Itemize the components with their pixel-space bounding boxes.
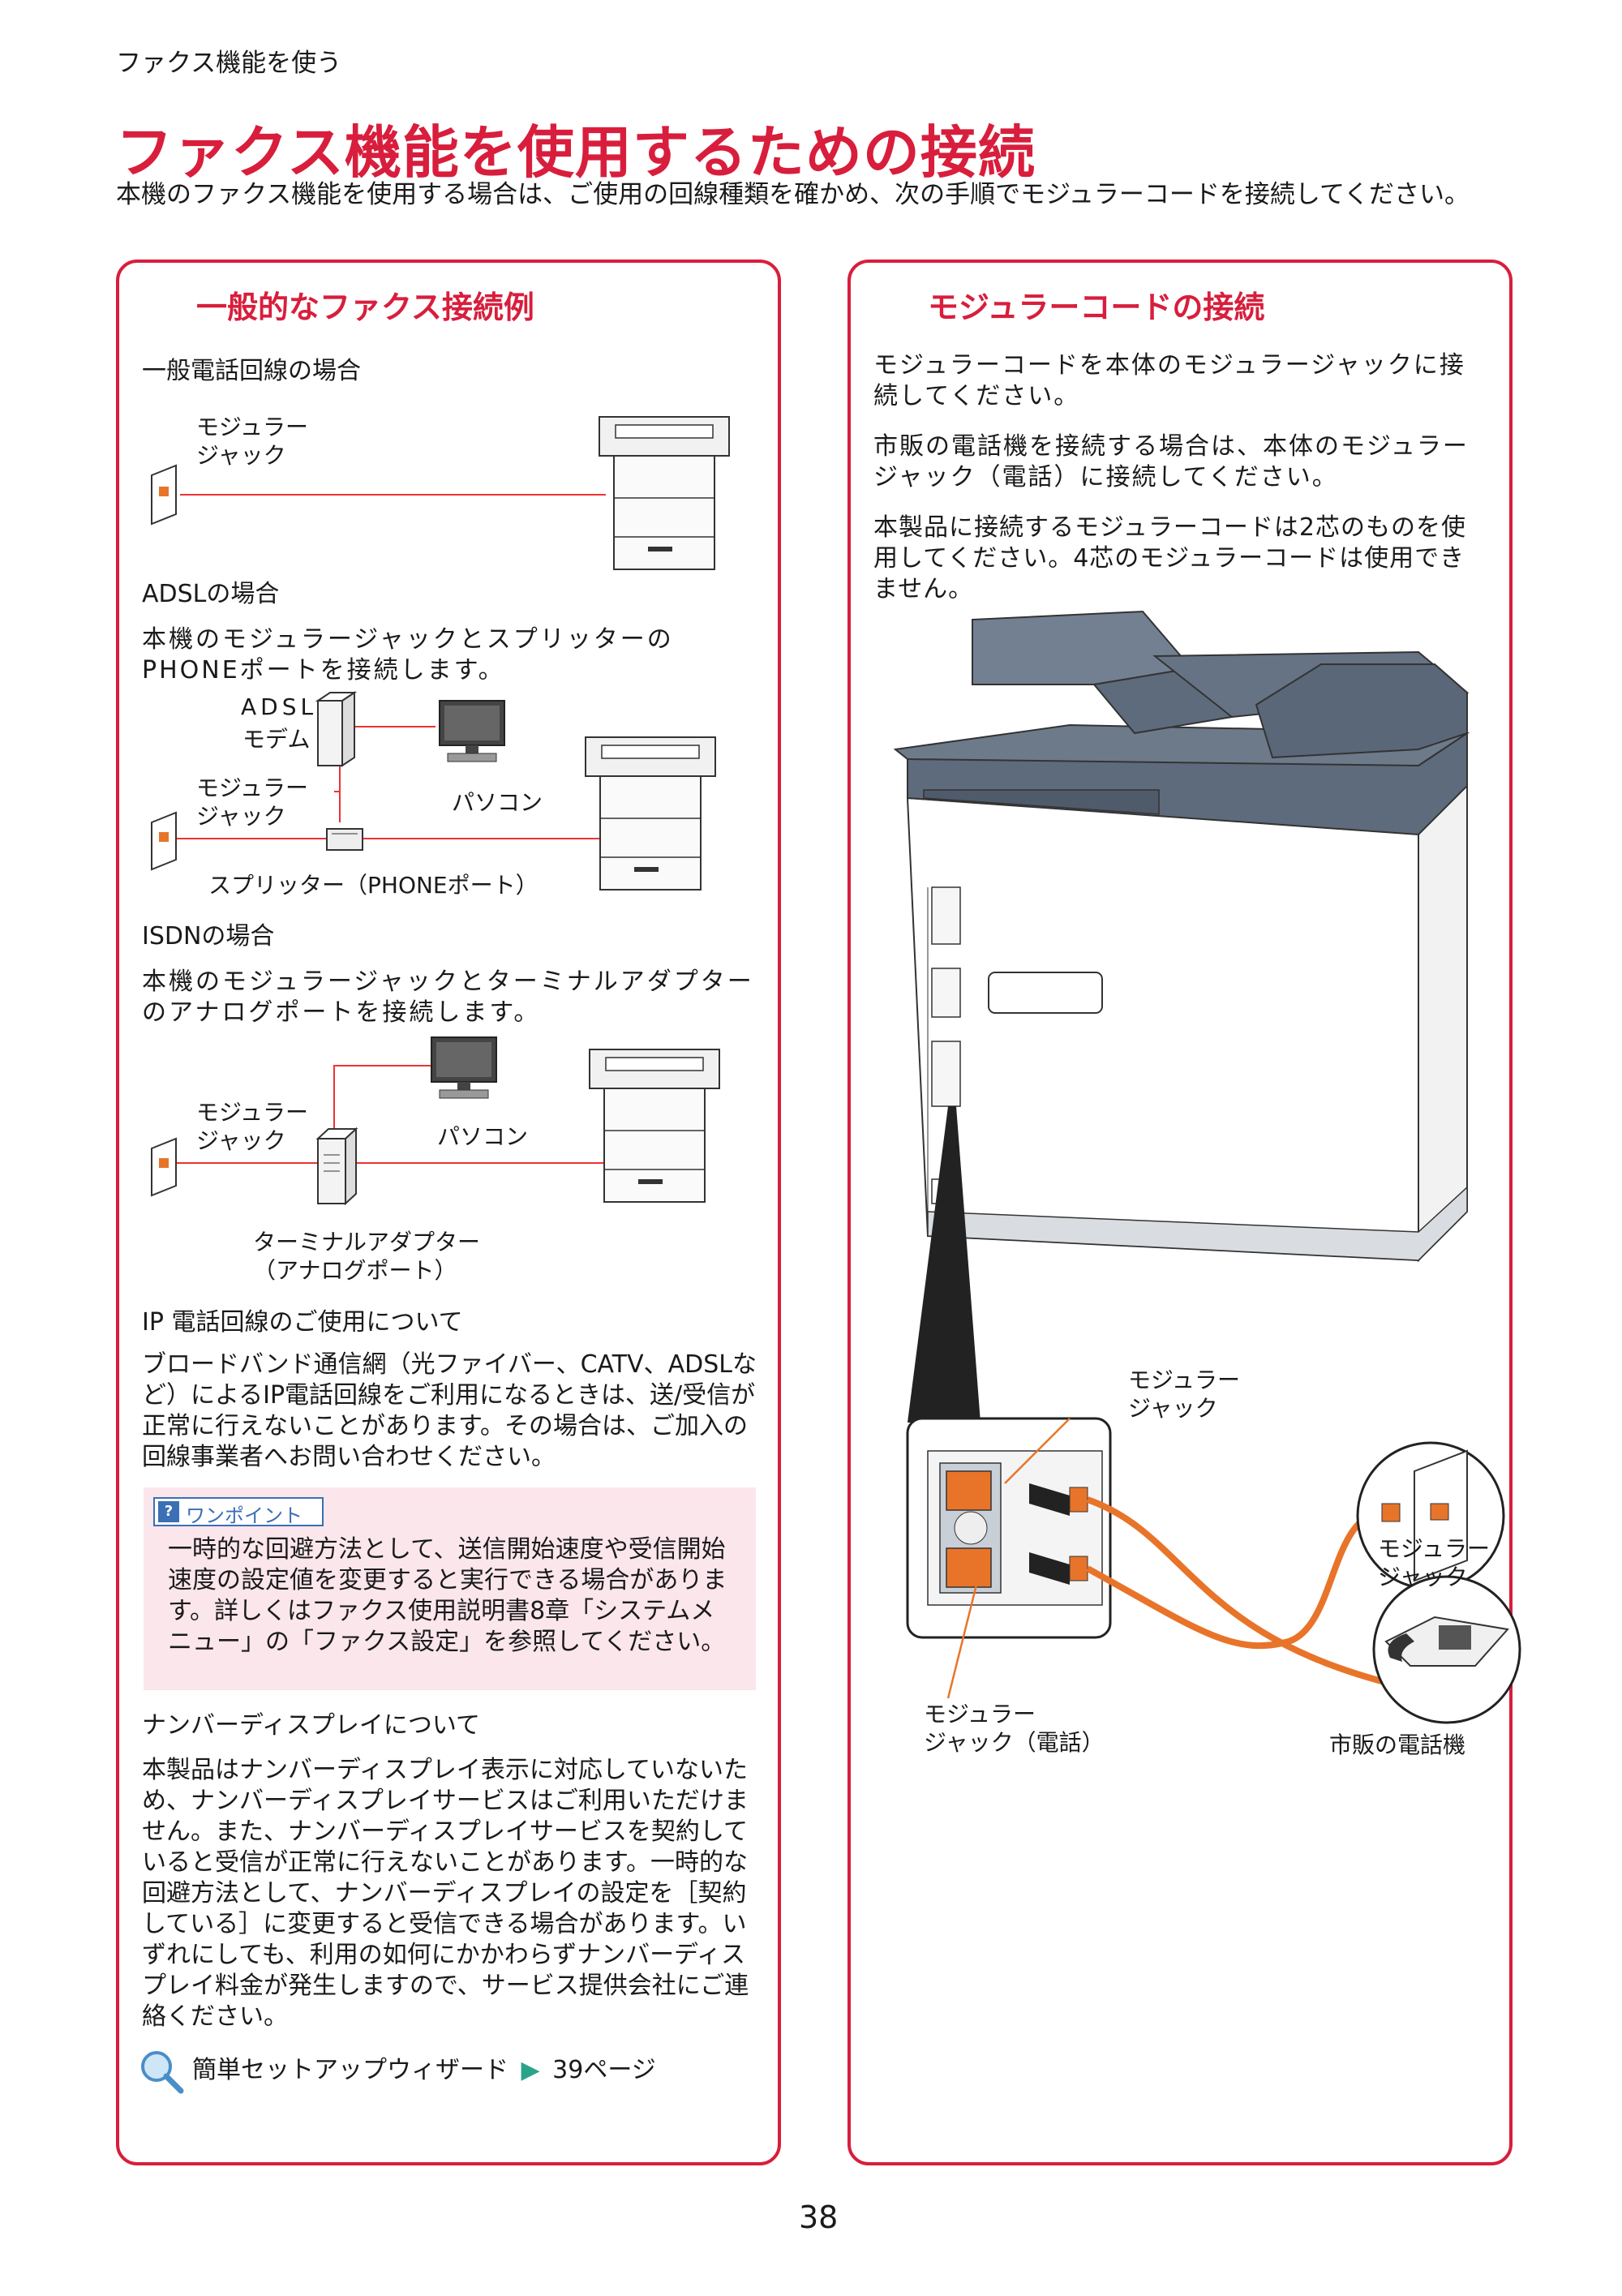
pc-icon (439, 700, 505, 762)
label-jack-wall: モジュラー ジャック (1378, 1535, 1491, 1590)
wall-jack-icon (151, 811, 177, 871)
magnifier-icon (141, 2051, 184, 2094)
panel-general-connection: 一般的なファクス接続例 一般電話回線の場合 モジュラー ジャック ADSLの場合… (116, 260, 781, 2165)
isdn-body: 本機のモジュラージャックとターミナルアダプターのアナログポートを接続します。 (142, 968, 754, 1027)
isdn-jack-label: モジュラー ジャック (196, 1099, 309, 1154)
general-diagram (151, 416, 730, 570)
mfp-device-icon (893, 610, 1470, 1263)
onepoint-body: 一時的な回避方法として、送信開始速度や受信開始速度の設定値を変更すると実行できる… (168, 1535, 727, 1656)
printer-illustration (893, 610, 1521, 1724)
jack-line-port (946, 1470, 992, 1511)
adsl-jack-label: モジュラー ジャック (196, 775, 309, 830)
general-heading: 一般電話回線の場合 (142, 357, 361, 385)
jack-closeup (906, 1417, 1112, 1639)
general-jack-label: モジュラー ジャック (196, 414, 309, 469)
wall-jack-icon (151, 1137, 177, 1197)
label-jack-top: モジュラー ジャック (1128, 1367, 1241, 1422)
question-icon: ? (158, 1501, 179, 1522)
printer-icon (589, 1049, 720, 1203)
label-commercial-phone: 市販の電話機 (1329, 1732, 1466, 1758)
isdn-diagram (151, 1036, 720, 1206)
adsl-heading: ADSLの場合 (142, 580, 280, 608)
wall-jack-icon (151, 464, 177, 526)
label-jack-phone: モジュラー ジャック（電話） (924, 1701, 1105, 1756)
isdn-adapter-label: ターミナルアダプター （アナログポート） (253, 1229, 481, 1284)
modular-p2: 市販の電話機を接続する場合は、本体のモジュラージャック（電話）に接続してください… (873, 432, 1469, 491)
adsl-modem-label-2: モデム (242, 726, 311, 753)
adsl-pc-label: パソコン (452, 789, 543, 816)
isdn-heading: ISDNの場合 (142, 922, 275, 951)
breadcrumb: ファクス機能を使う (116, 49, 342, 78)
ip-heading: IP 電話回線のご使用について (142, 1308, 463, 1337)
terminal-adapter-icon (315, 1127, 358, 1206)
number-display-body: 本製品はナンバーディスプレイ表示に対応していないため、ナンバーディスプレイサービ… (142, 1756, 749, 2031)
modular-p3: 本製品に接続するモジュラーコードは2芯のものを使用してください。4芯のモジュラー… (873, 513, 1466, 603)
intro-text: 本機のファクス機能を使用する場合は、ご使用の回線種類を確かめ、次の手順でモジュラ… (116, 180, 1470, 209)
modular-p1: モジュラーコードを本体のモジュラージャックに接続してください。 (873, 351, 1465, 410)
adsl-splitter-label: スプリッター（PHONEポート） (208, 872, 539, 899)
adsl-modem-label-1: ADSL (241, 693, 318, 720)
printer-icon (599, 416, 730, 570)
panel-title-modular: モジュラーコードの接続 (928, 290, 1265, 325)
panel-modular-cord: モジュラーコードの接続 モジュラーコードを本体のモジュラージャックに接続してくだ… (847, 260, 1521, 2165)
modem-icon (315, 691, 358, 767)
adsl-diagram (151, 691, 716, 891)
onepoint-badge-label: ワンポイント (186, 1504, 303, 1527)
splitter-icon (326, 828, 363, 851)
reference-text: 簡単セットアップウィザード (192, 2056, 508, 2084)
printer-icon (585, 736, 716, 891)
setup-wizard-link[interactable]: 簡単セットアップウィザード ▶ 39ページ (192, 2055, 656, 2086)
panel-title-general: 一般的なファクス接続例 (196, 290, 534, 325)
telephone-circle (1372, 1575, 1521, 1724)
wall-jack-circle (1356, 1441, 1505, 1590)
page-number: 38 (799, 2199, 839, 2235)
ip-body: ブロードバンド通信網（光ファイバー、CATV、ADSLなど）によるIP電話回線を… (142, 1350, 757, 1471)
isdn-pc-label: パソコン (437, 1123, 529, 1150)
jack-phone-port (946, 1547, 992, 1588)
number-display-heading: ナンバーディスプレイについて (142, 1711, 480, 1740)
adsl-body: 本機のモジュラージャックとスプリッターのPHONEポートを接続します。 (142, 625, 674, 685)
reference-page: 39ページ (552, 2056, 656, 2084)
onepoint-badge: ? ワンポイント (153, 1497, 324, 1527)
pc-icon (431, 1036, 497, 1099)
page-title: ファクス機能を使用するための接続 (116, 119, 1036, 186)
play-arrow-icon: ▶ (521, 2056, 540, 2084)
onepoint-box: ? ワンポイント 一時的な回避方法として、送信開始速度や受信開始速度の設定値を変… (144, 1487, 756, 1690)
